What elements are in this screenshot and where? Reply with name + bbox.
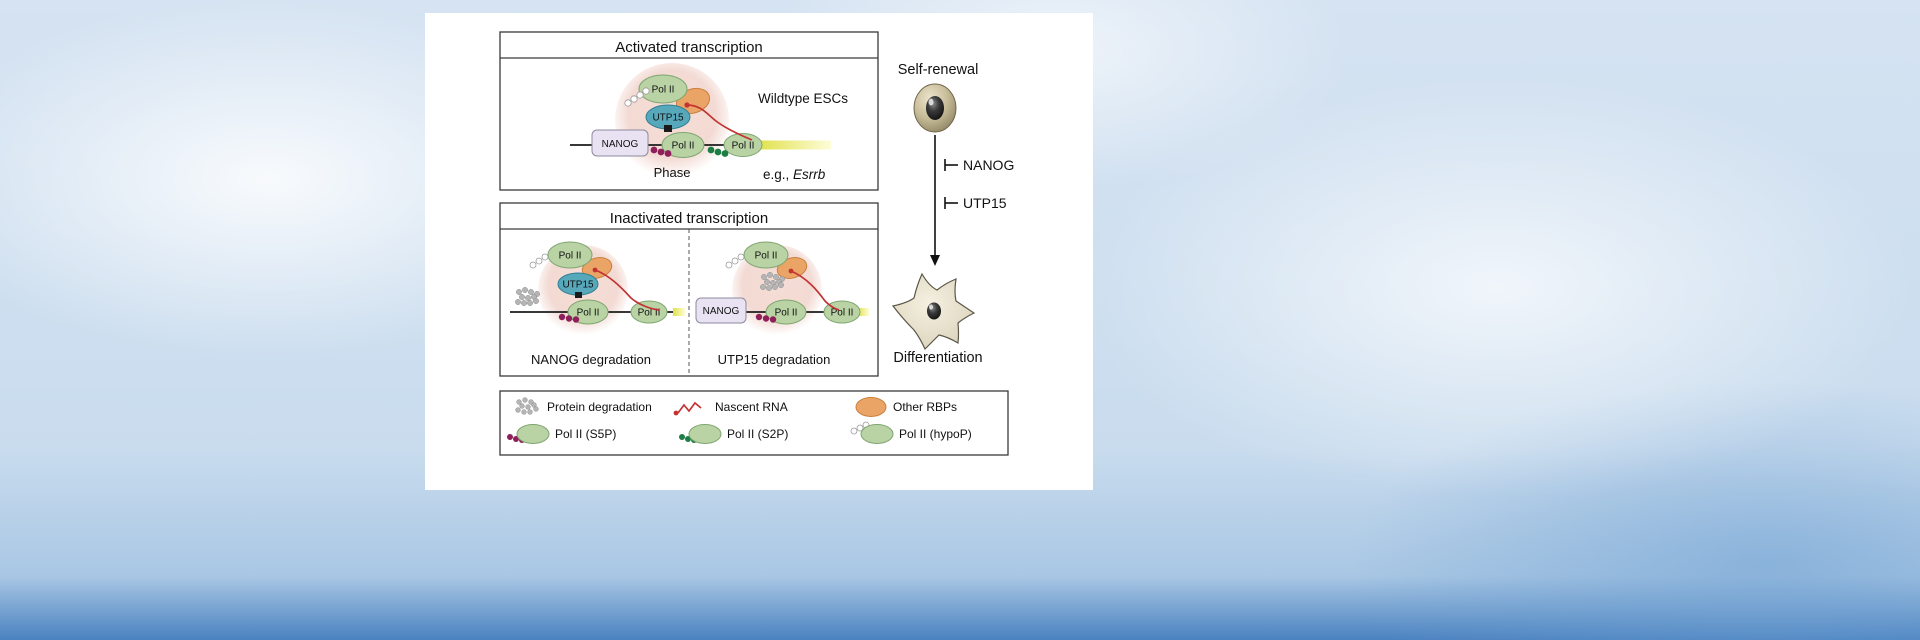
- pol2-gene-left: [661, 132, 705, 158]
- pol2-top-label: Pol II: [559, 251, 582, 262]
- degraded-nanog-icon: [515, 287, 540, 306]
- differentiation-label: Differentiation: [893, 350, 982, 366]
- legend-panel: Protein degradation Nascent RNA Other RB…: [499, 390, 1009, 456]
- utp15-label: UTP15: [652, 113, 684, 124]
- active-gene-region: [755, 140, 831, 150]
- pol2-s2p-icon: [679, 424, 722, 444]
- phase-label: Phase: [654, 165, 691, 180]
- activated-panel-border: [499, 31, 879, 191]
- legend-nascent-rna: Nascent RNA: [715, 400, 788, 414]
- pol2-gene-left: [765, 299, 807, 325]
- differentiated-cell: [891, 272, 976, 351]
- pol2-top: [743, 241, 789, 269]
- example-prefix: e.g.,: [763, 167, 793, 182]
- inhibitor-nanog-label: NANOG: [963, 157, 1014, 173]
- pol2-gene-right: [723, 133, 763, 157]
- s2p-marks-icon: [707, 146, 729, 157]
- pol2-top: [638, 74, 688, 104]
- other-rbp-icon: [581, 257, 613, 279]
- pol2-s5p-icon: [507, 424, 550, 444]
- utp15-nanog-connector: [664, 125, 672, 132]
- figure-svg: Activated transcription Wildtype ESCs NA…: [499, 31, 1014, 456]
- hypop-marks-icon: [725, 253, 745, 269]
- inhibition-mark-nanog: [944, 159, 958, 171]
- legend-pol2-s5p: Pol II (S5P): [555, 427, 616, 441]
- cell-nucleus: [926, 96, 944, 120]
- figure-panel: Activated transcription Wildtype ESCs NA…: [425, 13, 1093, 490]
- utp15-label: UTP15: [562, 280, 594, 291]
- inactivated-transcription-panel: Inactivated transcription Pol II Pol II: [499, 202, 879, 377]
- inhibitor-utp15-label: UTP15: [963, 195, 1007, 211]
- nanog-degradation-caption: NANOG degradation: [531, 352, 651, 367]
- s5p-marks-icon: [755, 313, 777, 323]
- other-rbps-icon: [855, 397, 887, 417]
- wildtype-escs-label: Wildtype ESCs: [758, 91, 848, 106]
- legend-pol2-s2p: Pol II (S2P): [727, 427, 788, 441]
- gene-region-faded: [673, 308, 685, 316]
- s5p-marks-icon: [650, 146, 672, 157]
- nanog-protein: [695, 297, 747, 324]
- gene-region-faded: [857, 308, 869, 316]
- s5p-marks-icon: [558, 313, 580, 323]
- pol2-hypop-icon: [850, 421, 894, 444]
- legend-pol2-hypop: Pol II (hypoP): [899, 427, 972, 441]
- utp15-degradation-caption: UTP15 degradation: [718, 352, 831, 367]
- pol2-gene-right-label: Pol II: [638, 308, 661, 319]
- nanog-label: NANOG: [602, 139, 639, 150]
- utp15-connector: [575, 292, 582, 298]
- utp15-degradation-subpanel: NANOG Pol II Pol II Pol II: [695, 241, 869, 367]
- other-rbp-icon: [776, 257, 808, 279]
- hypop-marks-icon: [529, 253, 549, 269]
- pol2-top: [547, 241, 593, 269]
- pathway-column: Self-renewal NANOG UTP15: [891, 62, 1014, 366]
- activated-title: Activated transcription: [615, 39, 763, 56]
- esc-cell: [913, 83, 957, 133]
- legend-border: [499, 390, 1009, 456]
- inhibition-mark-utp15: [944, 197, 958, 209]
- pol2-gene-right-label: Pol II: [732, 141, 755, 152]
- protein-degradation-icon: [515, 397, 539, 415]
- nascent-rna: [686, 104, 753, 141]
- pol2-gene-left-label: Pol II: [577, 308, 600, 319]
- nanog-label: NANOG: [703, 306, 740, 317]
- legend-other-rbps: Other RBPs: [893, 400, 957, 414]
- degraded-utp15-icon: [760, 272, 785, 291]
- example-gene-name: Esrrb: [793, 167, 826, 182]
- inactivated-title: Inactivated transcription: [610, 210, 768, 227]
- hypop-marks-icon: [624, 87, 650, 107]
- nascent-rna: [790, 270, 840, 311]
- pol2-gene-left-label: Pol II: [775, 308, 798, 319]
- activated-transcription-panel: Activated transcription Wildtype ESCs NA…: [499, 31, 879, 191]
- nascent-rna-icon: [673, 401, 702, 416]
- differentiation-arrowhead: [930, 255, 940, 266]
- nanog-protein: [591, 129, 649, 157]
- legend-protein-degradation: Protein degradation: [547, 400, 652, 414]
- nascent-rna: [594, 269, 660, 311]
- cell-nucleus: [927, 302, 941, 320]
- self-renewal-label: Self-renewal: [898, 62, 979, 78]
- inactivated-panel-border: [499, 202, 879, 377]
- nanog-degradation-subpanel: Pol II Pol II Pol II UTP15: [510, 241, 685, 367]
- pol2-gene-left-label: Pol II: [672, 141, 695, 152]
- pol2-gene-right: [630, 300, 668, 324]
- pol2-top-label: Pol II: [652, 85, 675, 96]
- pol2-top-label: Pol II: [755, 251, 778, 262]
- pol2-gene-right-label: Pol II: [831, 308, 854, 319]
- example-gene-label: e.g., Esrrb: [763, 167, 826, 182]
